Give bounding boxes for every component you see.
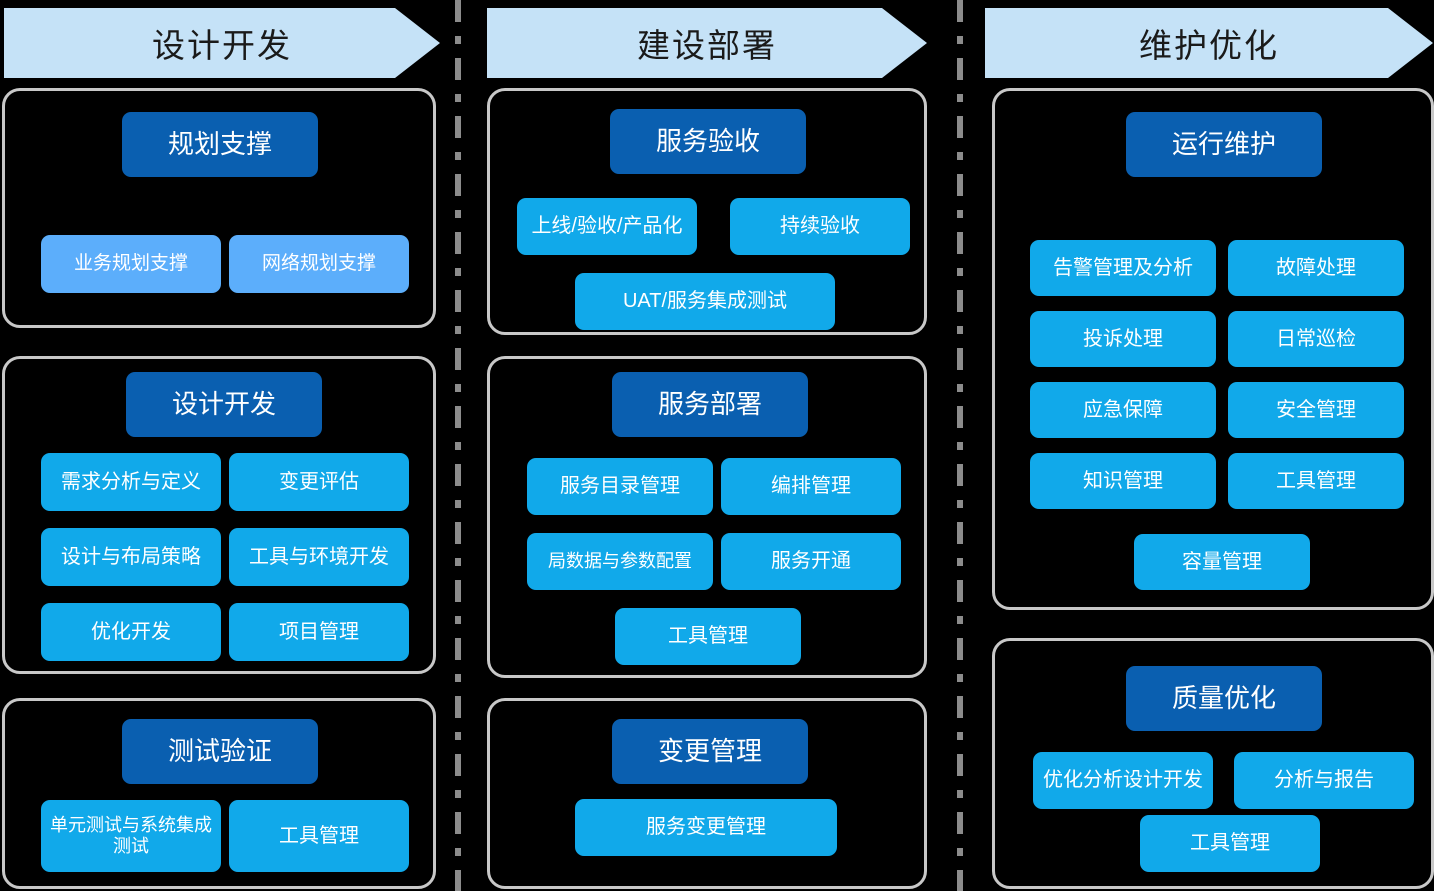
leaf-launch-acceptance-productization[interactable]: 上线/验收/产品化 bbox=[517, 198, 697, 255]
leaf-uat-service-integration-test[interactable]: UAT/服务集成测试 bbox=[575, 273, 835, 330]
leaf-security-management[interactable]: 安全管理 bbox=[1228, 382, 1404, 438]
leaf-optimization-analysis-design-development[interactable]: 优化分析设计开发 bbox=[1033, 752, 1213, 809]
leaf-fault-handling[interactable]: 故障处理 bbox=[1228, 240, 1404, 296]
panel-head-test-verification[interactable]: 测试验证 bbox=[122, 719, 318, 784]
phase-banner-design-development: 设计开发 bbox=[4, 8, 440, 78]
leaf-continuous-acceptance[interactable]: 持续验收 bbox=[730, 198, 910, 255]
panel-change-management: 变更管理 服务变更管理 bbox=[487, 698, 927, 889]
panel-head-change-management[interactable]: 变更管理 bbox=[612, 719, 808, 784]
phase-banner-label: 设计开发 bbox=[152, 27, 292, 64]
panel-test-verification: 测试验证 单元测试与系统集成测试 工具管理 bbox=[2, 698, 436, 889]
panel-operation-maintenance: 运行维护 告警管理及分析 故障处理 投诉处理 日常巡检 应急保障 安全管理 知识… bbox=[992, 88, 1434, 610]
leaf-unit-system-integration-test[interactable]: 单元测试与系统集成测试 bbox=[41, 800, 221, 872]
leaf-tool-management-quality[interactable]: 工具管理 bbox=[1140, 815, 1320, 872]
panel-service-acceptance: 服务验收 上线/验收/产品化 持续验收 UAT/服务集成测试 bbox=[487, 88, 927, 335]
column-divider-1 bbox=[455, 0, 461, 891]
panel-head-design-development[interactable]: 设计开发 bbox=[126, 372, 322, 437]
leaf-network-planning-support[interactable]: 网络规划支撑 bbox=[229, 235, 409, 293]
leaf-alarm-management-analysis[interactable]: 告警管理及分析 bbox=[1030, 240, 1216, 296]
panel-head-service-acceptance[interactable]: 服务验收 bbox=[610, 109, 806, 174]
leaf-service-catalog-management[interactable]: 服务目录管理 bbox=[527, 458, 713, 515]
leaf-tool-management-test[interactable]: 工具管理 bbox=[229, 800, 409, 872]
panel-quality-optimization: 质量优化 优化分析设计开发 分析与报告 工具管理 bbox=[992, 638, 1434, 889]
leaf-knowledge-management[interactable]: 知识管理 bbox=[1030, 453, 1216, 509]
phase-banner-label: 建设部署 bbox=[637, 27, 777, 64]
panel-head-operation-maintenance[interactable]: 运行维护 bbox=[1126, 112, 1322, 177]
leaf-tool-management-operation[interactable]: 工具管理 bbox=[1228, 453, 1404, 509]
panel-planning-support: 规划支撑 业务规划支撑 网络规划支撑 bbox=[2, 88, 436, 328]
leaf-business-planning-support[interactable]: 业务规划支撑 bbox=[41, 235, 221, 293]
leaf-design-layout-strategy[interactable]: 设计与布局策略 bbox=[41, 528, 221, 586]
leaf-daily-inspection[interactable]: 日常巡检 bbox=[1228, 311, 1404, 367]
panel-head-service-deployment[interactable]: 服务部署 bbox=[612, 372, 808, 437]
leaf-requirement-analysis[interactable]: 需求分析与定义 bbox=[41, 453, 221, 511]
leaf-emergency-assurance[interactable]: 应急保障 bbox=[1030, 382, 1216, 438]
leaf-tool-environment-development[interactable]: 工具与环境开发 bbox=[229, 528, 409, 586]
panel-head-quality-optimization[interactable]: 质量优化 bbox=[1126, 666, 1322, 731]
leaf-project-management[interactable]: 项目管理 bbox=[229, 603, 409, 661]
panel-design-development: 设计开发 需求分析与定义 变更评估 设计与布局策略 工具与环境开发 优化开发 项… bbox=[2, 356, 436, 674]
leaf-capacity-management[interactable]: 容量管理 bbox=[1134, 534, 1310, 590]
leaf-analysis-report[interactable]: 分析与报告 bbox=[1234, 752, 1414, 809]
leaf-office-data-parameter-config[interactable]: 局数据与参数配置 bbox=[527, 533, 713, 590]
leaf-orchestration-management[interactable]: 编排管理 bbox=[721, 458, 901, 515]
phase-banner-maintenance-optimization: 维护优化 bbox=[985, 8, 1433, 78]
column-divider-2 bbox=[957, 0, 963, 891]
leaf-complaint-handling[interactable]: 投诉处理 bbox=[1030, 311, 1216, 367]
leaf-service-provisioning[interactable]: 服务开通 bbox=[721, 533, 901, 590]
panel-head-planning-support[interactable]: 规划支撑 bbox=[122, 112, 318, 177]
leaf-service-change-management[interactable]: 服务变更管理 bbox=[575, 799, 837, 856]
panel-service-deployment: 服务部署 服务目录管理 编排管理 局数据与参数配置 服务开通 工具管理 bbox=[487, 356, 927, 678]
phase-banner-construction-deployment: 建设部署 bbox=[487, 8, 927, 78]
leaf-optimization-development[interactable]: 优化开发 bbox=[41, 603, 221, 661]
phase-banner-label: 维护优化 bbox=[1139, 27, 1279, 64]
leaf-tool-management-deployment[interactable]: 工具管理 bbox=[615, 608, 801, 665]
leaf-change-assessment[interactable]: 变更评估 bbox=[229, 453, 409, 511]
